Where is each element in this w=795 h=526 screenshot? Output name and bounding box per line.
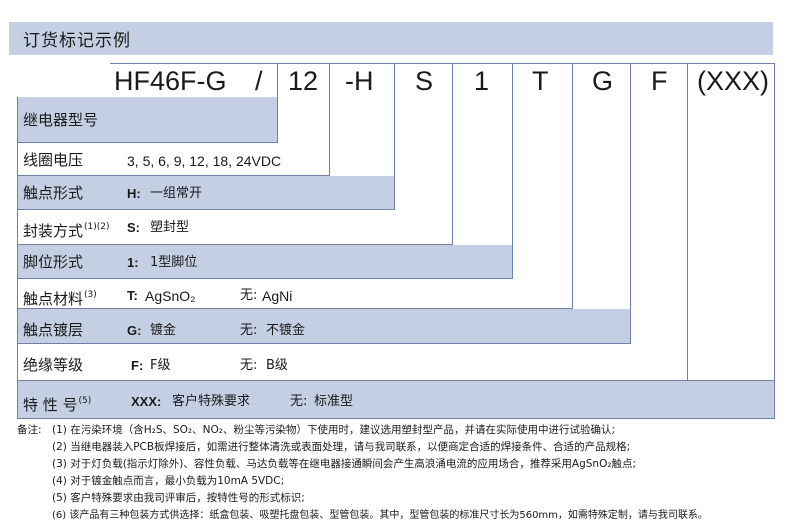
row-value-package: 塑封型	[150, 220, 190, 235]
note-item: (1) 在污染环境（含H₂S、SO₂、NO₂、粉尘等污染物）下使用时，建议选用塑…	[52, 424, 615, 436]
code-part-contact-material: T	[532, 66, 549, 96]
row-key-plating: G:	[127, 323, 142, 338]
row-key2-contact-material: 无:	[240, 288, 258, 303]
code-top-line	[395, 63, 453, 64]
row-key2-plating: 无:	[240, 323, 258, 338]
row-value-contact-form: 一组常开	[150, 186, 203, 201]
code-part-plating: G	[592, 66, 614, 96]
row-value-insulation: F级	[150, 358, 171, 373]
code-part-special: (XXX)	[697, 66, 770, 96]
row-value2-contact-material: AgNi	[262, 288, 293, 304]
row-key-package: S:	[127, 220, 140, 235]
code-top-line	[110, 63, 278, 64]
row-key-contact-form: H:	[127, 186, 141, 201]
notes-prefix: 备注:	[17, 424, 42, 436]
row-key-special: XXX:	[131, 394, 162, 409]
row-label-special: 特 性 号(5)	[23, 396, 92, 414]
row-key-pinout: 1:	[127, 255, 139, 270]
code-part-package: S	[415, 66, 434, 96]
row-value-pinout: 1型脚位	[150, 255, 198, 270]
code-top-line	[631, 63, 688, 64]
row-value-plating: 镀金	[150, 323, 177, 338]
row-label-model: 继电器型号	[23, 111, 99, 129]
row-value-contact-material: AgSnO₂	[145, 288, 196, 304]
code-top-line	[513, 63, 573, 64]
bracket-plating-fill	[17, 309, 631, 344]
code-top-line	[688, 63, 775, 64]
code-top-line	[330, 63, 395, 64]
section-header: 订货标记示例	[9, 22, 773, 55]
row-label-contact-material: 触点材料(3)	[23, 290, 97, 308]
row-label-insulation: 绝缘等级	[23, 356, 84, 374]
bracket-special	[688, 63, 775, 381]
code-part-pinout: 1	[474, 66, 490, 96]
row-label-pinout: 脚位形式	[23, 253, 84, 271]
row-value2-special: 标准型	[314, 394, 354, 409]
bracket-pinout-fill	[17, 245, 513, 279]
code-part-contact-form: -H	[345, 66, 374, 96]
row-value2-insulation: B级	[266, 358, 288, 373]
row-key2-insulation: 无:	[240, 358, 258, 373]
row-label-package: 封装方式(1)(2)	[23, 222, 110, 240]
code-top-line	[278, 63, 330, 64]
bracket-voltage-fill	[17, 143, 330, 176]
bracket-material-fill	[17, 279, 573, 309]
row-key-insulation: F:	[131, 358, 144, 373]
code-top-line	[453, 63, 513, 64]
bracket-special-fill	[17, 381, 775, 419]
row-value-special: 客户特殊要求	[172, 394, 251, 409]
row-value-coil-voltage: 3, 5, 6, 9, 12, 18, 24VDC	[127, 153, 282, 169]
code-part-voltage: 12	[288, 66, 319, 96]
code-part-model: HF46F-G	[114, 66, 227, 96]
bracket-model	[17, 63, 278, 143]
note-item: (2) 当继电器装入PCB板焊接后，如需进行整体清洗或表面处理，请与我司联系，以…	[52, 441, 631, 453]
row-label-plating: 触点镀层	[23, 321, 84, 339]
code-part-insulation: F	[651, 66, 668, 96]
row-value2-plating: 不镀金	[266, 323, 306, 338]
code-top-line	[573, 63, 631, 64]
bracket-insulation-fill	[17, 344, 688, 381]
row-key-contact-material: T:	[127, 288, 138, 303]
bracket-package-fill	[17, 210, 453, 245]
row-key2-special: 无:	[290, 394, 308, 409]
row-label-coil-voltage: 线圈电压	[23, 151, 84, 169]
bracket-contact-form-fill	[17, 176, 395, 210]
code-part-slash: /	[255, 66, 263, 96]
note-item: (5) 客户特殊要求由我司评审后，按特性号的形式标识;	[52, 492, 305, 504]
section-title: 订货标记示例	[23, 31, 131, 51]
note-item: (6) 该产品有三种包装方式供选择：纸盒包装、吸塑托盘包装、型管包装。其中，型管…	[52, 510, 708, 521]
row-label-contact-form: 触点形式	[23, 184, 84, 202]
note-item: (3) 对于灯负载(指示灯除外)、容性负载、马达负载等在继电器接通瞬间会产生高浪…	[52, 458, 637, 470]
note-item: (4) 对于镀金触点而言，最小负载为10mA 5VDC;	[52, 475, 285, 487]
